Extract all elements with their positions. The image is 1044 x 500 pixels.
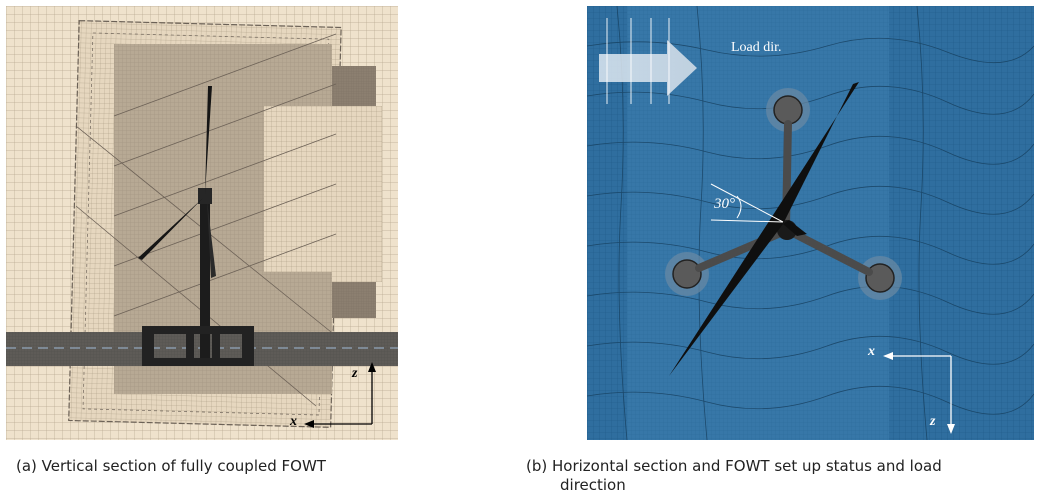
panel-a-axis-x-label: x <box>290 414 297 429</box>
panel-b-axis-x-label: x <box>868 344 875 359</box>
load-direction-arrow <box>599 18 697 104</box>
rotor-blade-section <box>669 82 859 376</box>
mesh-cutout <box>264 106 332 272</box>
panel-a-axis-z-label: z <box>352 366 358 381</box>
refined-extension-bottom <box>332 282 376 318</box>
platform-column-top <box>766 88 810 132</box>
angle-label: 30° <box>714 196 735 212</box>
platform-column-right <box>858 256 902 300</box>
panel-b-horizontal-section <box>587 6 1034 440</box>
turbine-blade-down <box>207 200 216 278</box>
angle-annotation <box>710 183 784 223</box>
panel-a-vertical-section <box>6 6 398 440</box>
turbine-blade-up <box>205 86 212 194</box>
refined-extension-top <box>332 66 376 106</box>
panel-b-axis-z-label: z <box>930 414 936 429</box>
vertical-section-image <box>6 6 398 440</box>
caption-b-line1: (b) Horizontal section and FOWT set up s… <box>526 457 942 475</box>
caption-b: (b) Horizontal section and FOWT set up s… <box>526 457 1036 495</box>
turbine-nacelle <box>198 188 212 204</box>
load-direction-label: Load dir. <box>731 40 782 55</box>
platform-column-left <box>665 252 709 296</box>
horizontal-section-image <box>587 6 1034 440</box>
floating-platform <box>142 326 254 366</box>
caption-a: (a) Vertical section of fully coupled FO… <box>16 457 326 475</box>
turbine-tower <box>200 196 210 366</box>
axis-indicator <box>304 362 376 428</box>
axis-indicator-b <box>883 352 955 434</box>
turbine-blade-left <box>138 198 203 260</box>
caption-b-line2: direction <box>560 476 626 494</box>
